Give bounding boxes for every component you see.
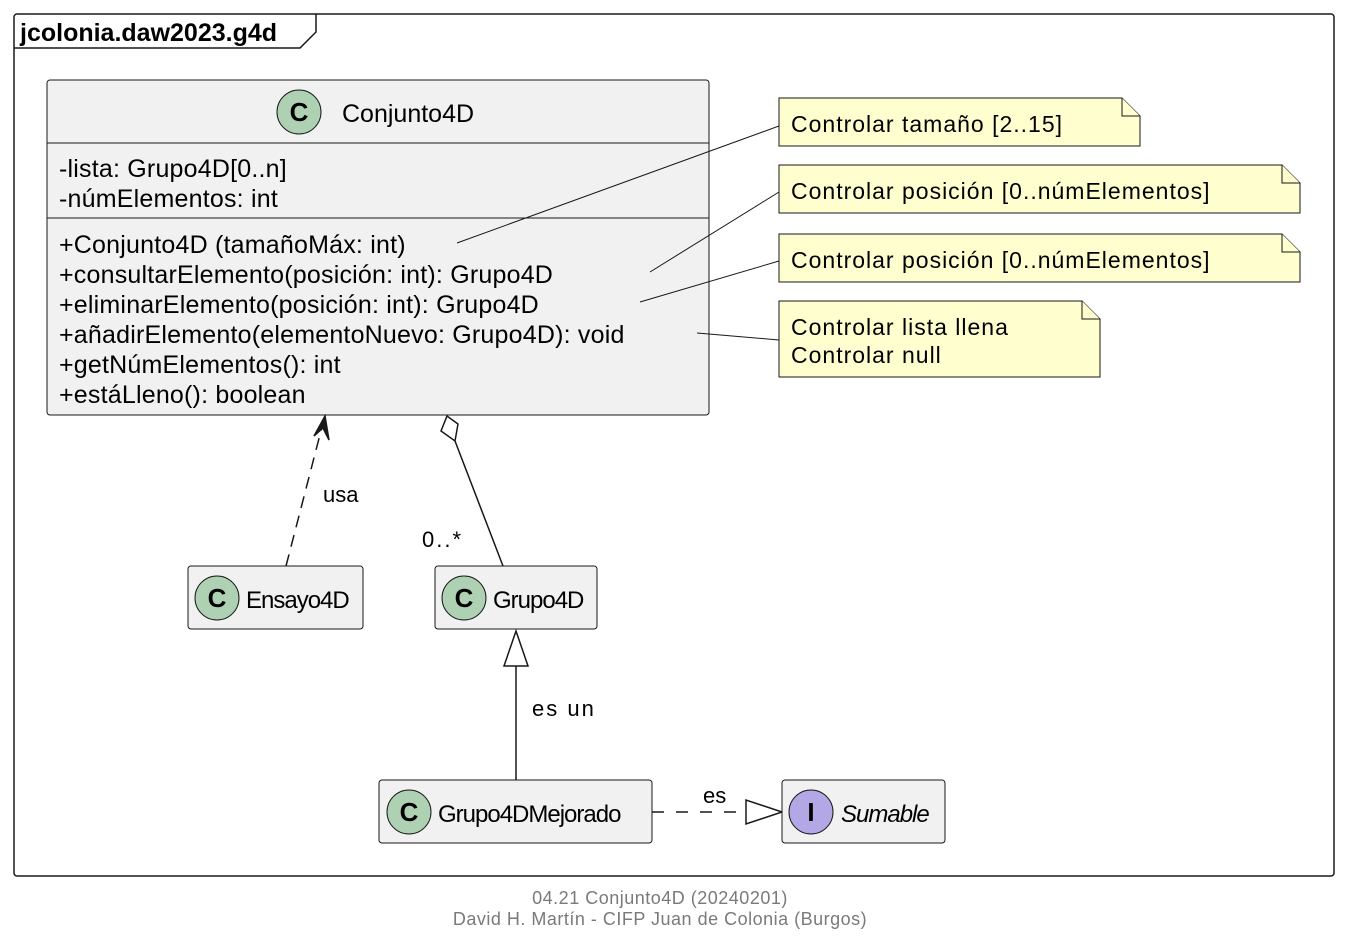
- interface-sumable[interactable]: I Sumable: [781, 779, 946, 844]
- method: +Conjunto4D (tamañoMáx: int): [59, 231, 406, 259]
- class-stereotype-letter: C: [455, 583, 474, 613]
- interface-stereotype-letter: I: [807, 797, 814, 827]
- note-3: Controlar posición [0..númElementos]: [639, 233, 1301, 303]
- aggregation-diamond: [440, 414, 459, 443]
- package-frame: jcolonia.daw2023.g4d: [13, 13, 1335, 877]
- class-grupo4dmejorado[interactable]: C Grupo4DMejorado: [378, 779, 653, 844]
- footer-title: 04.21 Conjunto4D (20240201): [532, 888, 788, 908]
- package-name: jcolonia.daw2023.g4d: [19, 19, 277, 47]
- realization-es: es: [652, 783, 785, 826]
- aggregation: 0..*: [422, 414, 504, 567]
- attribute: -lista: Grupo4D[0..n]: [59, 155, 287, 183]
- class-conjunto4d[interactable]: C Conjunto4D -lista: Grupo4D[0..n] -númE…: [46, 79, 710, 416]
- relation-label: es un: [532, 696, 596, 721]
- relation-label: es: [703, 783, 726, 808]
- method: +getNúmElementos(): int: [59, 351, 341, 379]
- class-stereotype-icon: [441, 575, 487, 621]
- method: +consultarElemento(posición: int): Grupo…: [59, 261, 553, 289]
- realization-arrowhead: [745, 798, 785, 826]
- dependency-usa: usa: [285, 413, 359, 567]
- note-text: Controlar lista llena: [791, 314, 1009, 340]
- attribute: -númElementos: int: [59, 185, 278, 213]
- class-name: Ensayo4D: [246, 587, 349, 614]
- class-stereotype-icon: [194, 575, 240, 621]
- class-stereotype-letter: C: [208, 583, 227, 613]
- note-4: Controlar lista llena Controlar null: [696, 300, 1101, 378]
- multiplicity-label: 0..*: [422, 527, 463, 552]
- inheritance-arrowhead: [502, 628, 530, 667]
- class-grupo4d[interactable]: C Grupo4D: [434, 565, 598, 630]
- class-stereotype-icon: [386, 789, 432, 835]
- note-2: Controlar posición [0..númElementos]: [649, 164, 1301, 273]
- method: +añadirElemento(elementoNuevo: Grupo4D):…: [59, 321, 625, 349]
- interface-stereotype-icon: [788, 789, 834, 835]
- note-text: Controlar null: [791, 342, 942, 368]
- generalization-es-un: es un: [502, 628, 596, 780]
- class-name: Grupo4DMejorado: [438, 801, 621, 828]
- footer-author: David H. Martín - CIFP Juan de Colonia (…: [453, 909, 867, 929]
- note-text: Controlar posición [0..númElementos]: [791, 178, 1211, 204]
- class-stereotype-icon: [276, 89, 322, 135]
- method: +eliminarElemento(posición: int): Grupo4…: [59, 291, 539, 319]
- note-text: Controlar posición [0..númElementos]: [791, 247, 1211, 273]
- relation-label: usa: [323, 482, 359, 507]
- note-1: Controlar tamaño [2..15]: [456, 97, 1141, 244]
- class-stereotype-letter: C: [290, 97, 309, 127]
- class-name: Grupo4D: [493, 587, 584, 614]
- class-ensayo4d[interactable]: C Ensayo4D: [187, 565, 364, 630]
- class-stereotype-letter: C: [400, 797, 419, 827]
- class-name: Conjunto4D: [342, 100, 474, 128]
- note-text: Controlar tamaño [2..15]: [791, 111, 1063, 137]
- method: +estáLleno(): boolean: [59, 381, 306, 409]
- interface-name: Sumable: [841, 801, 929, 828]
- footer: 04.21 Conjunto4D (20240201) David H. Mar…: [453, 888, 867, 929]
